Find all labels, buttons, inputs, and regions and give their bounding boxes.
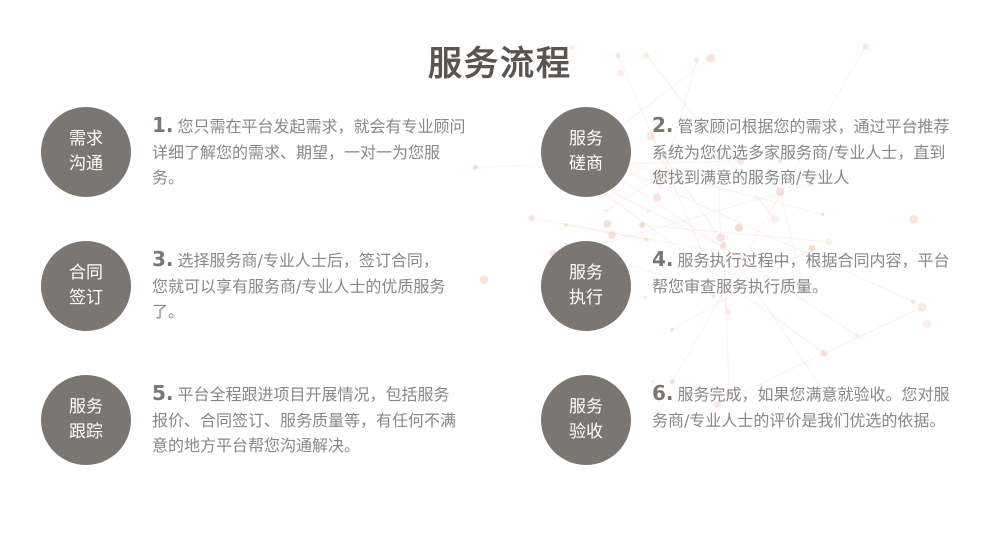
page-title: 服务流程 [428, 44, 572, 84]
step-2-circle: 服务 磋商 [541, 107, 631, 197]
step-4-description: 4.服务执行过程中，根据合同内容，平台帮您审查服务执行质量。 [652, 247, 952, 299]
step-6-description: 6.服务完成，如果您满意就验收。您对服务商/专业人士的评价是我们优选的依据。 [652, 381, 957, 433]
step-3-circle-line-2: 签订 [69, 288, 103, 308]
step-2-circle-line-1: 服务 [569, 129, 603, 149]
step-5-circle: 服务 跟踪 [41, 375, 131, 465]
step-3-circle-line-1: 合同 [69, 263, 103, 283]
step-4: 服务 执行 4.服务执行过程中，根据合同内容，平台帮您审查服务执行质量。 [541, 241, 1000, 336]
step-3-circle: 合同 签订 [41, 241, 131, 331]
decoration-dot [770, 215, 779, 224]
step-2-circle-line-2: 磋商 [569, 154, 603, 174]
step-2-text: 管家顾问根据您的需求，通过平台推荐系统为您优选多家服务商/专业人士，直到您找到满… [652, 117, 950, 187]
decoration-dot [604, 209, 608, 213]
step-6-circle: 服务 验收 [541, 375, 631, 465]
step-5-circle-line-2: 跟踪 [69, 422, 103, 442]
step-3-description: 3.选择服务商/专业人士后，签订合同，您就可以享有服务商/专业人士的优质服务了。 [152, 247, 452, 325]
step-1-number: 1. [152, 113, 174, 137]
step-5-text: 平台全程跟进项目开展情况，包括服务报价、合同签订、服务质量等，有任何不满意的地方… [152, 385, 457, 455]
step-1-text: 您只需在平台发起需求，就会有专业顾问详细了解您的需求、期望，一对一为您服务。 [152, 117, 466, 187]
decoration-dot [646, 209, 650, 214]
step-4-text: 服务执行过程中，根据合同内容，平台帮您审查服务执行质量。 [652, 251, 950, 296]
step-4-circle-line-1: 服务 [569, 263, 603, 283]
step-2-description: 2.管家顾问根据您的需求，通过平台推荐系统为您优选多家服务商/专业人士，直到您找… [652, 113, 957, 191]
decoration-dot [734, 223, 744, 232]
step-3-text: 选择服务商/专业人士后，签订合同，您就可以享有服务商/专业人士的优质服务了。 [152, 251, 446, 321]
step-3-number: 3. [152, 247, 174, 271]
step-3: 合同 签订 3.选择服务商/专业人士后，签订合同，您就可以享有服务商/专业人士的… [41, 241, 501, 336]
step-5-circle-line-1: 服务 [69, 397, 103, 417]
step-1: 需求 沟通 1.您只需在平台发起需求，就会有专业顾问详细了解您的需求、期望，一对… [41, 107, 501, 202]
step-5: 服务 跟踪 5.平台全程跟进项目开展情况，包括服务报价、合同签订、服务质量等，有… [41, 375, 501, 470]
step-2: 服务 磋商 2.管家顾问根据您的需求，通过平台推荐系统为您优选多家服务商/专业人… [541, 107, 1000, 202]
decoration-dot [603, 220, 612, 228]
step-5-description: 5.平台全程跟进项目开展情况，包括服务报价、合同签订、服务质量等，有任何不满意的… [152, 381, 464, 459]
decoration-dot [564, 223, 568, 227]
step-6-circle-line-2: 验收 [569, 422, 603, 442]
step-4-circle: 服务 执行 [541, 241, 631, 331]
decoration-dot [639, 222, 646, 228]
step-1-circle-line-2: 沟通 [69, 154, 103, 174]
step-6-circle-line-1: 服务 [569, 397, 603, 417]
step-6-number: 6. [652, 381, 674, 405]
decoration-dot [909, 214, 919, 224]
step-1-circle: 需求 沟通 [41, 107, 131, 197]
step-6: 服务 验收 6.服务完成，如果您满意就验收。您对服务商/专业人士的评价是我们优选… [541, 375, 1000, 470]
step-4-circle-line-2: 执行 [569, 288, 603, 308]
decoration-line [642, 224, 829, 243]
step-1-circle-line-1: 需求 [69, 129, 103, 149]
decoration-dot [820, 212, 825, 217]
step-1-description: 1.您只需在平台发起需求，就会有专业顾问详细了解您的需求、期望，一对一为您服务。 [152, 113, 470, 191]
step-5-number: 5. [152, 381, 174, 405]
decoration-dot [528, 215, 535, 221]
decoration-dot [820, 349, 828, 357]
decoration-line [565, 224, 647, 241]
step-2-number: 2. [652, 113, 674, 137]
step-4-number: 4. [652, 247, 674, 271]
decoration-dot [608, 231, 616, 239]
step-6-text: 服务完成，如果您满意就验收。您对服务商/专业人士的评价是我们优选的依据。 [652, 385, 950, 430]
